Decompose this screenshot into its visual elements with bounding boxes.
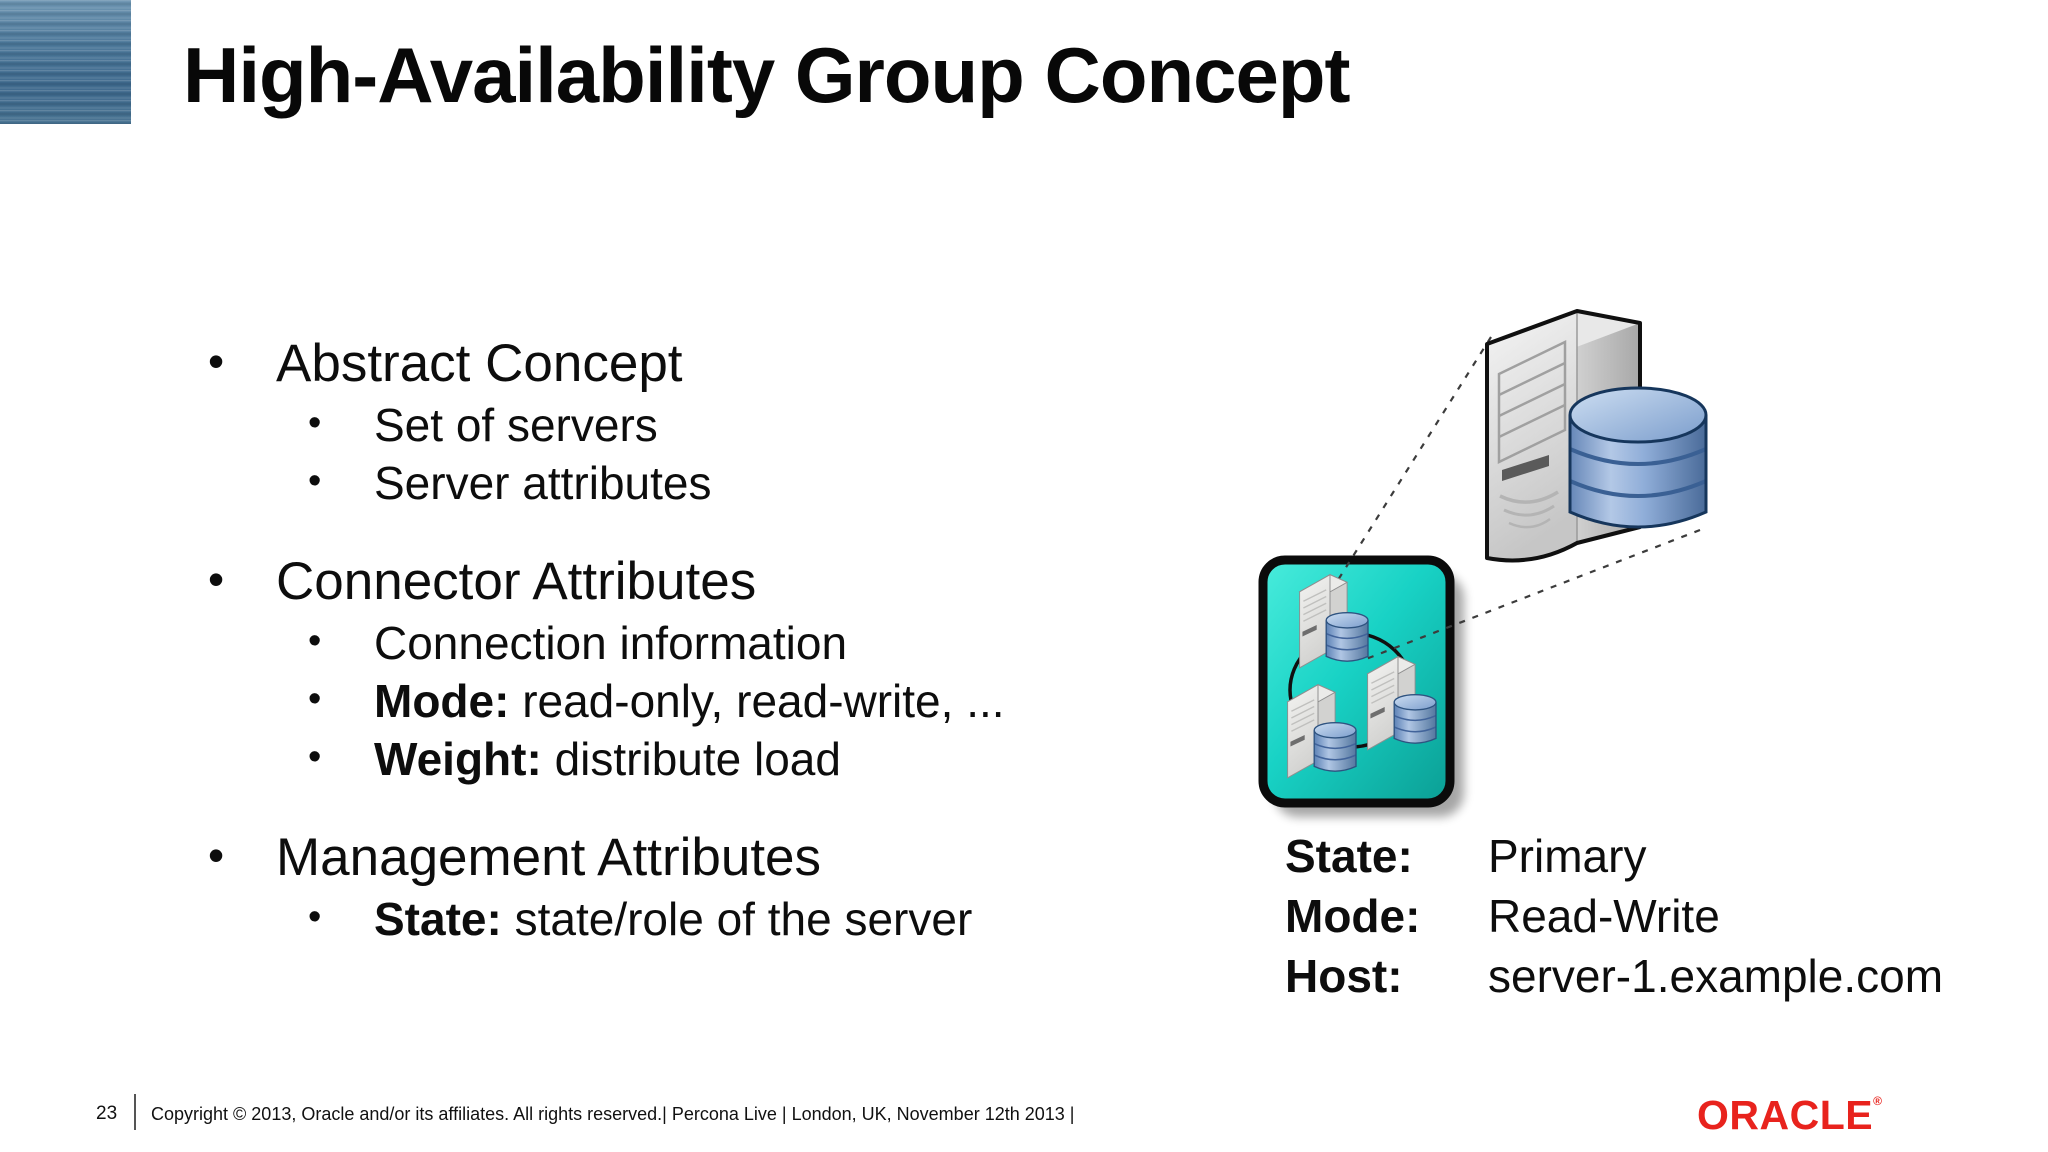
footer-copyright: Copyright © 2013, Oracle and/or its affi… xyxy=(151,1104,1075,1124)
status-value: Primary xyxy=(1488,830,1647,882)
server-status-block: State: Primary Mode: Read-Write Host: se… xyxy=(1285,826,1943,1006)
bullet-sub-text: Server attributes xyxy=(374,457,712,509)
status-value: server-1.example.com xyxy=(1488,950,1944,1002)
bullet-sub: Server attributes xyxy=(308,452,1266,512)
page-title: High-Availability Group Concept xyxy=(183,31,1350,119)
bullet-sub: Weight: distribute load xyxy=(308,728,1266,788)
bullet-sub-prefix: Weight: xyxy=(374,733,542,785)
bullet-sub-text: read-only, read-write, ... xyxy=(509,675,1005,727)
bullet-sub-text: Set of servers xyxy=(374,399,658,451)
page-number: 23 xyxy=(96,1103,118,1124)
oracle-logo: ORACLE® xyxy=(1697,1092,1882,1139)
bullet-sub: State: state/role of the server xyxy=(308,888,1266,948)
bullet-main: Abstract Concept xyxy=(206,329,1266,396)
bullet-group-management-attributes: Management Attributes State: state/role … xyxy=(206,823,1266,948)
oracle-logo-text: ORACLE xyxy=(1697,1092,1874,1138)
bullet-group-connector-attributes: Connector Attributes Connection informat… xyxy=(206,547,1266,788)
bullet-sub-text: Connection information xyxy=(374,617,848,669)
bullet-sub-prefix: State: xyxy=(374,893,502,945)
status-label: Host: xyxy=(1285,950,1403,1002)
slide-accent-square xyxy=(0,0,131,124)
footer-divider xyxy=(134,1094,136,1130)
bullet-group-abstract-concept: Abstract Concept Set of servers Server a… xyxy=(206,329,1266,512)
dashed-connector-line-lower xyxy=(1365,528,1701,661)
bullet-sub-text: distribute load xyxy=(541,733,841,785)
database-cylinder-icon xyxy=(1568,386,1708,529)
bullet-list: Abstract Concept Set of servers Server a… xyxy=(206,329,1266,986)
bullet-main: Management Attributes xyxy=(206,823,1266,890)
status-row-mode: Mode: Read-Write xyxy=(1285,886,1943,946)
bullet-sub-text: state/role of the server xyxy=(501,893,973,945)
status-label: Mode: xyxy=(1285,890,1421,942)
bullet-sub-prefix: Mode: xyxy=(374,675,510,727)
bullet-sub: Connection information xyxy=(308,612,1266,672)
status-row-host: Host: server-1.example.com xyxy=(1285,946,1943,1006)
status-value: Read-Write xyxy=(1488,890,1720,942)
dashed-connector-line-upper xyxy=(1320,336,1492,608)
bullet-sub: Set of servers xyxy=(308,394,1266,454)
status-label: State: xyxy=(1285,830,1413,882)
registered-trademark-icon: ® xyxy=(1873,1094,1882,1108)
bullet-sub: Mode: read-only, read-write, ... xyxy=(308,670,1266,730)
bullet-main: Connector Attributes xyxy=(206,547,1266,614)
ha-illustration xyxy=(1258,309,1708,817)
status-row-state: State: Primary xyxy=(1285,826,1943,886)
